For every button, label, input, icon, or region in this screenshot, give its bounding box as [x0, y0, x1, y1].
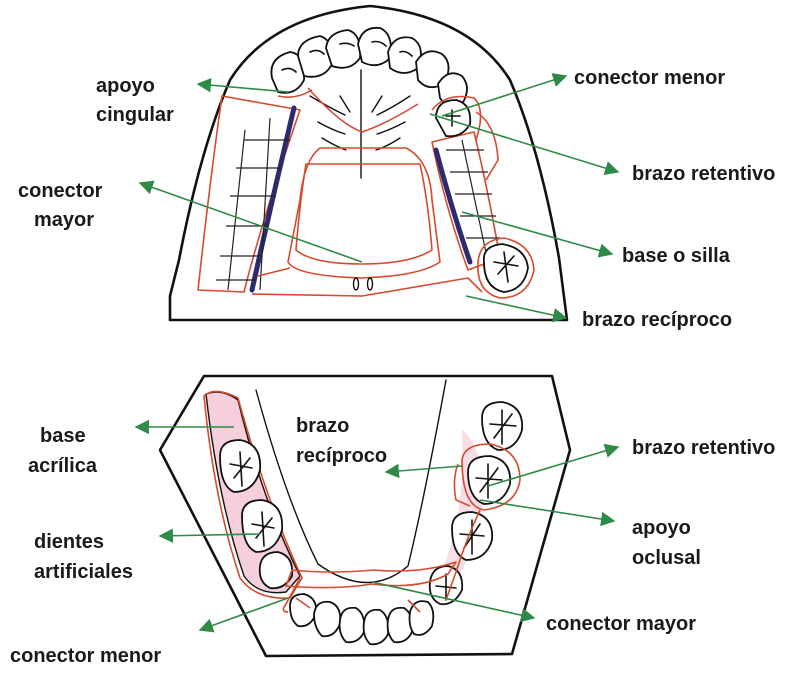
label-apoyo-oclusal-2: oclusal	[632, 547, 701, 569]
label-brazo-reciproco-upper: brazo recíproco	[582, 309, 732, 331]
palatal-rugae	[310, 70, 410, 178]
lower-anterior-teeth	[290, 594, 433, 644]
label-brazo-reciproco-lower-2: recíproco	[296, 445, 387, 467]
label-apoyo-oclusal-1: apoyo	[632, 517, 691, 539]
label-base-acrilica-2: acrílica	[28, 455, 98, 477]
label-base-acrilica-1: base	[40, 425, 86, 447]
label-dientes-artificiales-1: dientes	[34, 531, 104, 553]
arrow-brazo-retentivo-upper	[430, 114, 618, 172]
arrow-conector-menor-lower	[200, 598, 288, 630]
arrow-brazo-reciproco-upper	[466, 296, 566, 318]
label-brazo-retentivo-upper: brazo retentivo	[632, 163, 775, 185]
arrow-apoyo-oclusal	[480, 500, 614, 521]
label-conector-menor-lower: conector menor	[10, 645, 161, 667]
label-dientes-artificiales-2: artificiales	[34, 561, 133, 583]
label-brazo-retentivo-lower: brazo retentivo	[632, 437, 775, 459]
label-brazo-reciproco-lower-1: brazo	[296, 415, 349, 437]
upper-anterior-teeth	[271, 28, 467, 106]
arrow-conector-mayor-upper	[140, 183, 362, 262]
label-conector-mayor-lower: conector mayor	[546, 613, 696, 635]
label-conector-mayor-upper-1: conector	[18, 180, 103, 202]
arrow-brazo-reciproco-lower	[386, 466, 462, 472]
label-apoyo-cingular-2: cingular	[96, 104, 174, 126]
label-conector-menor-upper: conector menor	[574, 67, 725, 89]
label-base-o-silla: base o silla	[622, 245, 731, 267]
label-apoyo-cingular-1: apoyo	[96, 75, 155, 97]
lower-cast	[160, 376, 570, 656]
label-conector-mayor-upper-2: mayor	[34, 209, 94, 231]
upper-cast	[170, 6, 567, 320]
arrows	[136, 76, 618, 630]
